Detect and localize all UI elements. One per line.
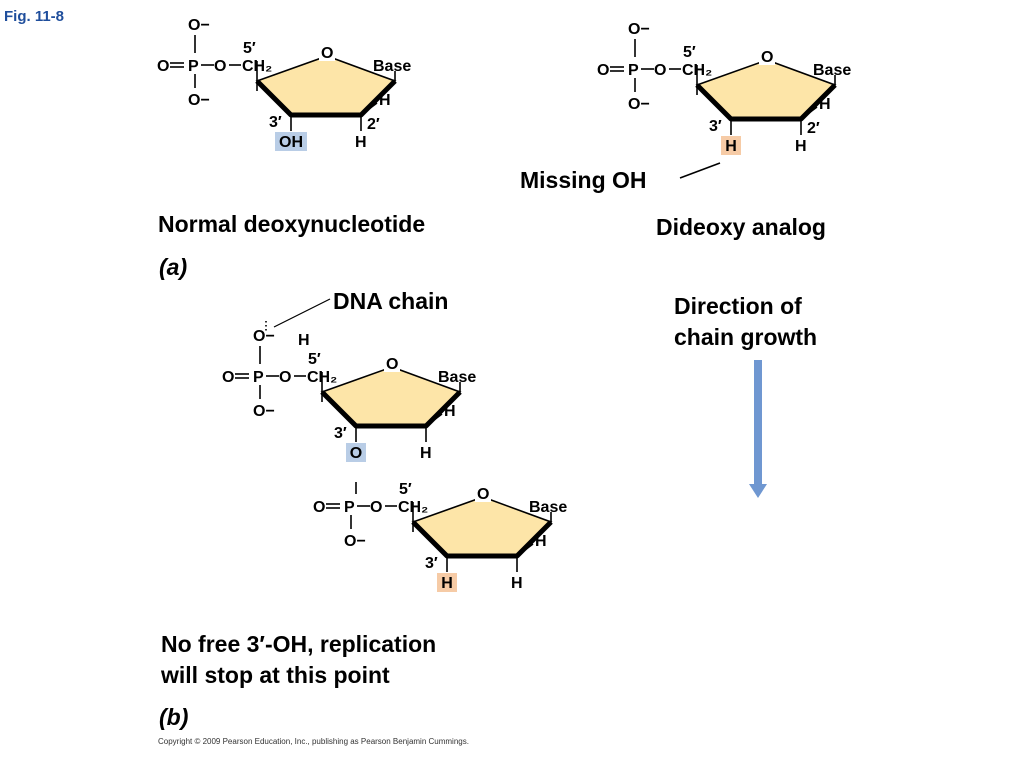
- base-label: Base: [373, 58, 411, 75]
- carbon-3-prime-label: 3′: [709, 118, 722, 135]
- o-linkage-highlight: [346, 443, 366, 462]
- phosphate-o-minus-bottom: O−: [628, 96, 650, 113]
- ring-oxygen-bg: [759, 47, 775, 65]
- ring-oxygen: O: [477, 486, 489, 503]
- ring-oxygen-bg: [384, 354, 400, 372]
- c2-h-bond-right: [800, 106, 818, 120]
- ring-oxygen: O: [386, 356, 398, 373]
- missing-oh-label: Missing OH: [520, 167, 647, 193]
- figure-label: Fig. 11-8: [4, 8, 65, 25]
- ring-front-edge: [411, 520, 553, 559]
- base-label: Base: [438, 369, 476, 386]
- c2-h-bond-right: [516, 543, 534, 557]
- c2-hydrogen-down: H: [511, 575, 523, 592]
- connectors-and-arrow: [265, 162, 767, 498]
- c2-hydrogen-right: H: [379, 92, 391, 109]
- carbon-5-prime-label: 5′: [308, 351, 321, 368]
- c2-hydrogen-down: H: [420, 445, 432, 462]
- phosphate-p: P: [188, 58, 199, 75]
- panel-a-label: (a): [159, 254, 188, 280]
- phosphate-o-minus-top: O−: [628, 21, 650, 38]
- copyright-notice: Copyright © 2009 Pearson Education, Inc.…: [158, 737, 469, 746]
- no-free-oh-line2: will stop at this point: [161, 662, 390, 688]
- ring-oxygen: O: [761, 49, 773, 66]
- c2-h-bond-right: [360, 102, 378, 116]
- carbon-2-prime-label: 2′: [807, 120, 820, 137]
- carbon-3-prime-label: 3′: [269, 114, 282, 131]
- missing-oh-pointer: [679, 162, 721, 179]
- base-label: Base: [529, 499, 567, 516]
- direction-of-growth-line1: Direction of: [674, 293, 802, 319]
- ring-front-edge: [320, 390, 462, 429]
- phosphate-ester-o: O: [214, 58, 226, 75]
- phosphate-ester-o: O: [279, 369, 291, 386]
- phosphate-o-minus-bottom: O−: [253, 403, 275, 420]
- no-free-oh-line1: No free 3′-OH, replication: [161, 631, 437, 657]
- ring-front-edge: [695, 83, 837, 122]
- carbon-5-prime-label: 5′: [399, 481, 412, 498]
- normal-deoxynucleotide-caption: Normal deoxynucleotide: [158, 211, 426, 237]
- phosphate-double-bond-o: O: [597, 62, 609, 79]
- carbon-3-prime-label: 3′: [334, 425, 347, 442]
- three-prime-oxygen-linkage: O: [350, 445, 362, 462]
- phosphate-ester-o: O: [370, 499, 382, 516]
- carbon-5-prime-label: 5′: [243, 40, 256, 57]
- chain-hydrogen: H: [298, 332, 310, 349]
- carbon-5-prime-label: 5′: [683, 44, 696, 61]
- ring-oxygen-bg: [475, 484, 491, 502]
- three-prime-hydroxyl: OH: [279, 134, 303, 151]
- phosphate-double-bond-o: O: [222, 369, 234, 386]
- phosphate-o-minus-top: O−: [253, 328, 275, 345]
- dna-chain-pointer: [273, 298, 331, 328]
- ring-oxygen-bg: [319, 43, 335, 61]
- c2-h-bond-right: [425, 413, 443, 427]
- direction-of-growth-line2: chain growth: [674, 324, 818, 350]
- h-highlight: [721, 136, 741, 155]
- phosphate-o-minus-bottom: O−: [344, 533, 366, 550]
- phosphate-double-bond-o: O: [313, 499, 325, 516]
- h-highlight: [437, 573, 457, 592]
- growth-arrow-shaft: [754, 360, 762, 486]
- phosphate-p: P: [628, 62, 639, 79]
- oh-highlight: [275, 132, 307, 151]
- phosphate-p: P: [344, 499, 355, 516]
- carbon-2-prime-label: 2′: [367, 116, 380, 133]
- phosphate-o-minus-top: O−: [188, 17, 210, 34]
- phosphate-o-minus-bottom: O−: [188, 92, 210, 109]
- c2-hydrogen-down: H: [795, 138, 807, 155]
- phosphate-ester-o: O: [654, 62, 666, 79]
- base-label: Base: [813, 62, 851, 79]
- ring-front-edge: [255, 79, 397, 118]
- dna-chain-label: DNA chain: [333, 288, 449, 314]
- ring-oxygen: O: [321, 45, 333, 62]
- three-prime-hydrogen: H: [441, 575, 453, 592]
- c2-hydrogen-right: H: [819, 96, 831, 113]
- c2-hydrogen-right: H: [535, 533, 547, 550]
- three-prime-hydrogen: H: [725, 138, 737, 155]
- dideoxy-analog-caption: Dideoxy analog: [656, 214, 826, 240]
- c2-hydrogen-down: H: [355, 134, 367, 151]
- phosphate-p: P: [253, 369, 264, 386]
- c2-hydrogen-right: H: [444, 403, 456, 420]
- phosphate-double-bond-o: O: [157, 58, 169, 75]
- carbon-3-prime-label: 3′: [425, 555, 438, 572]
- panel-b-label: (b): [159, 704, 189, 730]
- growth-arrow-head: [749, 484, 767, 498]
